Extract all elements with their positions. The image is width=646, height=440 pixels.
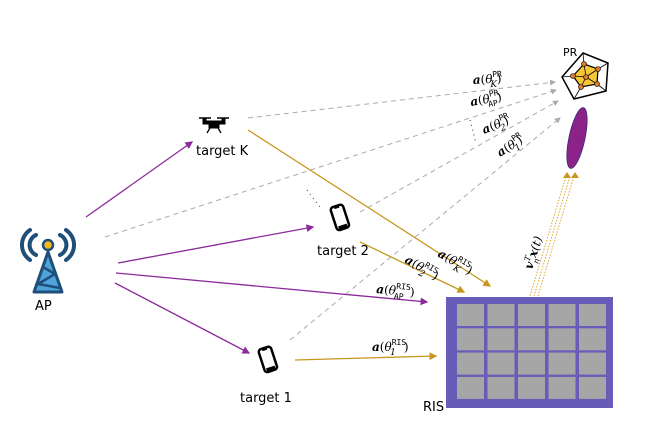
ris-element (457, 328, 484, 351)
ris-element (487, 328, 515, 351)
svg-text:a(θPRK): a(θPRK) (472, 69, 503, 91)
target-2-label: target 2 (317, 244, 369, 259)
pr-links (104, 79, 561, 341)
ap-tower-icon (20, 228, 76, 294)
ris-element (548, 376, 576, 399)
link-ap-targetK (85, 141, 194, 218)
pr-radar-icon (561, 52, 609, 100)
ris-element (487, 376, 515, 399)
phone-icon-target-2 (329, 203, 351, 232)
ris-element (579, 352, 606, 375)
target-1-label: target 1 (240, 391, 292, 406)
ris-element-grid (457, 304, 606, 399)
link-target2-pr (359, 100, 559, 213)
pr-label: PR (563, 46, 578, 59)
svg-text:a(θRISAP): a(θRISAP) (375, 280, 415, 302)
label-a-theta-pr-2: a(θPR2) (479, 111, 514, 141)
ap-label: AP (35, 299, 52, 314)
beam-arrowheads (563, 172, 579, 178)
ris-element (518, 352, 545, 375)
label-vn-x-t: vTnx(t) (521, 234, 549, 272)
ris-element (457, 376, 484, 399)
drone-icon (199, 117, 229, 134)
ris-element (518, 328, 545, 351)
link-ap-ris (115, 272, 429, 306)
label-a-theta-pr-k: a(θPRK) (472, 69, 503, 91)
ris-element (487, 304, 515, 326)
target-k-label: target K (196, 144, 249, 159)
ap-links (85, 141, 429, 354)
svg-text:a(θPR2): a(θPR2) (479, 111, 514, 141)
ris-element (518, 376, 545, 399)
link-target2-ris (359, 241, 466, 293)
ris-element (548, 328, 576, 351)
ris-label: RIS (423, 400, 444, 415)
label-a-theta-ris-k: a(θRISK) (434, 245, 477, 281)
link-ap-pr (104, 88, 557, 238)
ris-element (579, 376, 606, 399)
svg-text:a(θPR1): a(θPR1) (493, 130, 529, 163)
ris-element (548, 352, 576, 375)
link-ap-target2 (117, 224, 315, 264)
ris-element (487, 352, 515, 375)
ris-element (457, 352, 484, 375)
link-targetK-pr (247, 79, 556, 119)
ris-element (457, 304, 484, 326)
label-a-theta-ris-ap: a(θRISAP) (375, 280, 415, 302)
label-a-theta-pr-1: a(θPR1) (493, 130, 529, 163)
ris-links (247, 129, 492, 361)
link-ap-target1 (114, 282, 251, 354)
svg-text:vTnx(t): vTnx(t) (521, 234, 549, 272)
link-targetK-ris (247, 129, 492, 287)
ellipsis-dots (306, 119, 477, 208)
phone-icon-target-1 (257, 345, 279, 374)
pr-antenna-ellipse (566, 107, 588, 169)
ris-element (579, 328, 606, 351)
link-target1-ris (294, 352, 438, 361)
ris-element (579, 304, 606, 326)
svg-text:a(θRISK): a(θRISK) (434, 245, 477, 281)
link-target1-pr (289, 117, 561, 341)
ris-element (518, 304, 545, 326)
ris-element (548, 304, 576, 326)
